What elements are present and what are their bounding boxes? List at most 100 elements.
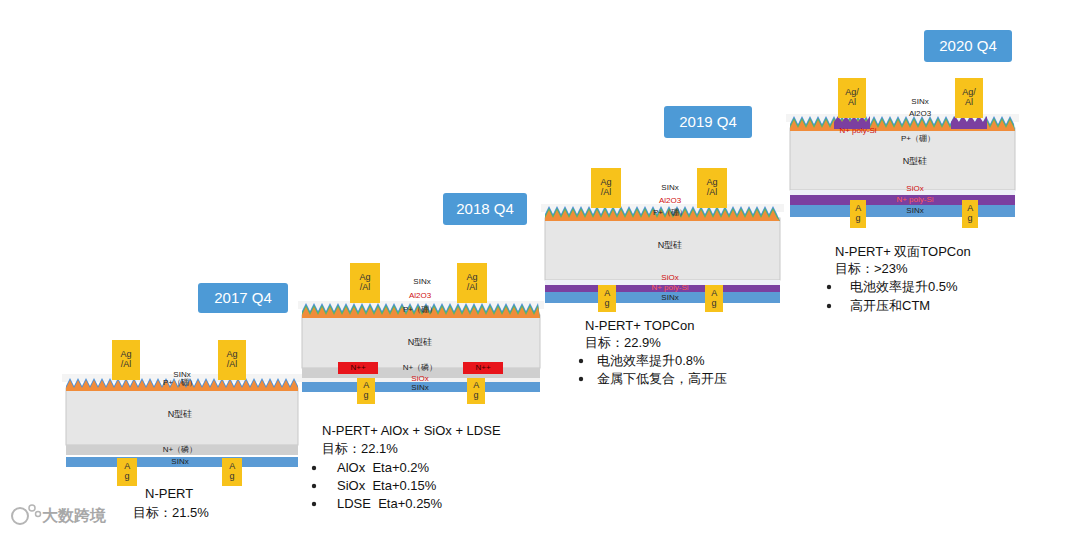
rear-contact-text: A g	[711, 289, 717, 309]
doped-region-text: N++	[475, 364, 490, 373]
metal-contact: Ag /Al	[112, 340, 140, 380]
layer-label: N+ poly-Si	[896, 195, 933, 204]
cell-description: N-PERT+ TOPCon	[585, 319, 694, 334]
rear-contact: A g	[705, 285, 723, 312]
layer-label: N+ poly-Si	[651, 283, 688, 292]
rear-contact-text: A g	[124, 462, 130, 482]
metal-contact: Ag /Al	[350, 263, 380, 303]
metal-contact: Ag /Al	[218, 340, 246, 380]
layer-label: P+（硼）	[163, 378, 197, 387]
metal-contact-text: Ag/ Al	[845, 88, 859, 108]
silicon-body	[66, 388, 298, 445]
metal-contact: Ag/ Al	[955, 78, 983, 118]
rear-contact-text: A g	[855, 204, 861, 224]
rear-contact-text: A g	[473, 381, 479, 401]
cell-cross-section	[62, 374, 302, 467]
cell-description: 目标：22.9%	[585, 336, 661, 351]
metal-contact-text: Ag /Al	[120, 350, 131, 370]
textured-layer	[302, 305, 540, 318]
layer-label: SINx	[411, 383, 428, 392]
metal-contact-text: Ag /Al	[466, 273, 477, 293]
cell-description: N-PERT	[145, 487, 193, 502]
layer-label: SINx	[173, 370, 190, 379]
layer-label: P+（硼）	[653, 208, 687, 217]
layer-label: Al2O3	[409, 291, 431, 300]
efficiency-note: AlOx Eta+0.2%	[337, 461, 429, 476]
metal-contact-text: Ag /Al	[226, 350, 237, 370]
metal-contact: Ag /Al	[697, 168, 727, 208]
period-label-text: 2020 Q4	[939, 38, 997, 55]
layer-label: Al2O3	[659, 196, 681, 205]
layer-label: SINx	[911, 97, 928, 106]
period-label-text: 2019 Q4	[679, 114, 737, 131]
cell-description: 目标：21.5%	[133, 506, 209, 521]
textured-layer	[790, 116, 1015, 131]
rear-layer	[302, 382, 540, 392]
metal-contact-text: Ag /Al	[359, 273, 370, 293]
metal-contact-text: Ag /Al	[600, 178, 611, 198]
textured-layer	[545, 206, 780, 221]
textured-layer	[66, 378, 298, 391]
layer-label: SiOx	[906, 184, 923, 193]
rear-contact: A g	[222, 458, 242, 486]
cell-description: 目标：>23%	[835, 262, 908, 277]
rear-contact-text: A g	[967, 204, 973, 224]
doped-region-text: N++	[350, 364, 365, 373]
efficiency-note: 金属下低复合，高开压	[597, 372, 727, 387]
cell-description: N-PERT+ AlOx + SiOx + LDSE	[322, 424, 501, 439]
cell-cross-section	[298, 301, 544, 392]
doped-region: N++	[338, 362, 378, 374]
period-label: 2018 Q4	[443, 193, 527, 225]
metal-contact: Ag /Al	[591, 168, 621, 208]
rear-layer	[790, 195, 1015, 205]
doped-region: N++	[463, 362, 503, 374]
bullet	[579, 359, 583, 363]
metal-contact-text: Ag /Al	[706, 178, 717, 198]
rear-contact: A g	[598, 285, 616, 312]
metal-contact-text: Ag/ Al	[962, 88, 976, 108]
bullet	[827, 285, 831, 289]
period-label: 2017 Q4	[198, 283, 288, 313]
bullet	[312, 466, 316, 470]
layer-label: SiOx	[411, 374, 428, 383]
layer-label: N型硅	[658, 240, 683, 250]
layer-label: N型硅	[903, 156, 928, 166]
rear-layer	[66, 445, 298, 455]
layer-label: N+ poly-Si	[839, 126, 876, 135]
layer-label: N型硅	[168, 409, 193, 419]
period-label: 2020 Q4	[924, 30, 1012, 62]
rear-contact: A g	[357, 378, 375, 404]
silicon-body	[790, 128, 1015, 190]
rear-layer	[790, 190, 1015, 195]
period-label: 2019 Q4	[664, 106, 752, 138]
rear-contact: A g	[467, 378, 485, 404]
layer-label: N+（磷）	[163, 445, 197, 454]
layer-label: Al2O3	[909, 109, 931, 118]
rear-layer	[790, 205, 1015, 217]
bullet	[579, 377, 583, 381]
layer-label: P+（硼）	[901, 134, 935, 143]
cell-description: 目标：22.1%	[322, 442, 398, 457]
layer-label: SiOx	[661, 273, 678, 282]
layer-label: SINx	[413, 277, 430, 286]
silicon-body	[545, 218, 780, 280]
rear-contact-text: A g	[604, 289, 610, 309]
cell-description: N-PERT+ 双面TOPCon	[835, 245, 971, 260]
layer-label: N型硅	[408, 337, 433, 347]
efficiency-note: 高开压和CTM	[850, 299, 930, 314]
efficiency-note: 电池效率提升0.8%	[597, 354, 705, 369]
efficiency-note: 电池效率提升0.5%	[850, 280, 958, 295]
silicon-body	[302, 315, 540, 368]
watermark: 大数跨境	[42, 507, 106, 525]
metal-contact: Ag/ Al	[838, 78, 866, 118]
layer-label: SINx	[171, 457, 188, 466]
rear-contact-text: A g	[229, 462, 235, 482]
rear-layer	[545, 292, 780, 303]
rear-layer	[66, 457, 298, 467]
bullet	[312, 502, 316, 506]
efficiency-note: LDSE Eta+0.25%	[337, 497, 442, 512]
layer-label: SINx	[906, 206, 923, 215]
watermark-icon	[12, 505, 41, 524]
